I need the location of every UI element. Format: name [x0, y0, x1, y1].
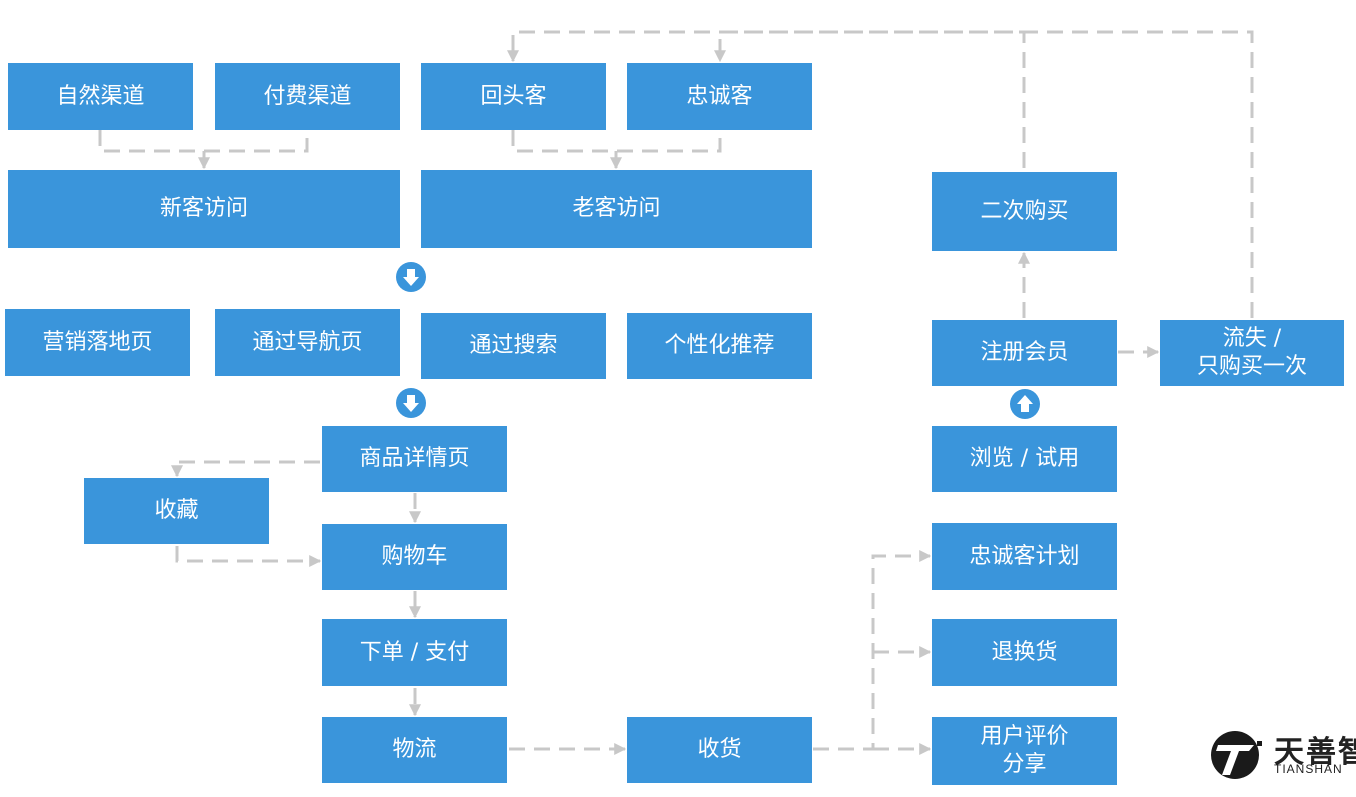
node-paid-channel: 付费渠道 [215, 63, 400, 130]
logo-subtitle: TIANSHAN [1274, 762, 1343, 776]
connector-channels-to-new-visit [98, 130, 309, 153]
node-natural-channel: 自然渠道 [8, 63, 193, 130]
node-loyal-customer: 忠诚客 [627, 63, 812, 130]
node-review-share: 用户评价 分享 [932, 717, 1117, 785]
node-cart: 购物车 [322, 524, 507, 590]
down-arrow-icon [396, 262, 426, 292]
node-old-visit: 老客访问 [421, 170, 812, 248]
node-return-exchange: 退换货 [932, 619, 1117, 686]
loop-churn [714, 30, 1254, 318]
node-via-search: 通过搜索 [421, 313, 606, 379]
node-second-purchase: 二次购买 [932, 172, 1117, 251]
node-via-navigation: 通过导航页 [215, 309, 400, 376]
node-returning-customer: 回头客 [421, 63, 606, 130]
node-new-visit: 新客访问 [8, 170, 400, 248]
loop-second-purchase [507, 30, 1026, 168]
node-personalized-rec: 个性化推荐 [627, 313, 812, 379]
logo-name: 天善智 [1274, 735, 1356, 770]
node-logistics: 物流 [322, 717, 507, 783]
connector-detail-to-favorite [171, 460, 320, 478]
node-order-pay: 下单 / 支付 [322, 619, 507, 686]
brand-logo: 天善智 TIANSHAN [1208, 725, 1356, 785]
node-receive: 收货 [627, 717, 812, 783]
node-favorite: 收藏 [84, 478, 269, 544]
up-arrow-icon [1010, 389, 1040, 419]
node-loyalty-plan: 忠诚客计划 [932, 523, 1117, 590]
connector-favorite-to-cart [175, 546, 322, 567]
node-marketing-landing: 营销落地页 [5, 309, 190, 376]
connector-customers-to-old-visit [511, 130, 722, 153]
logo-mark-icon [1211, 731, 1262, 779]
node-churn: 流失 / 只购买一次 [1160, 320, 1344, 386]
down-arrow-icon [396, 388, 426, 418]
node-browse-trial: 浏览 / 试用 [932, 426, 1117, 492]
node-product-detail: 商品详情页 [322, 426, 507, 492]
node-register: 注册会员 [932, 320, 1117, 386]
